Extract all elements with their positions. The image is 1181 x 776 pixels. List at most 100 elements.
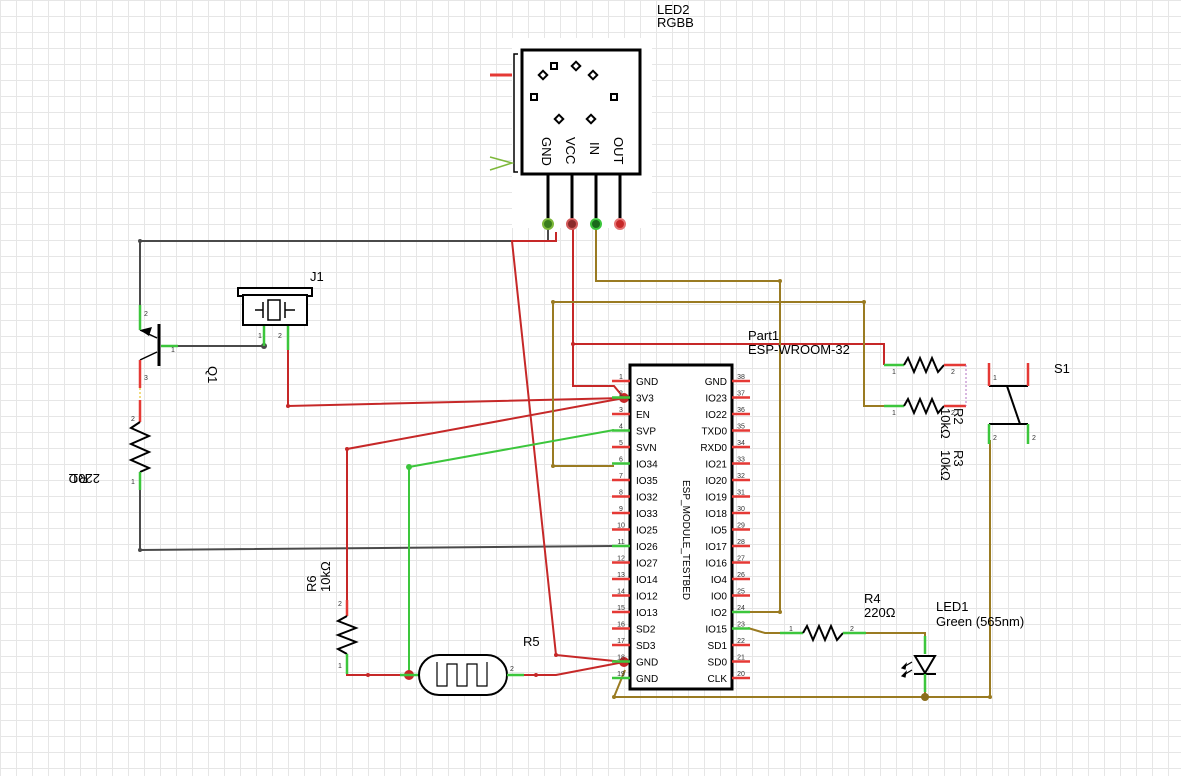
- wire-3v3-led2-vcc[interactable]: [572, 226, 625, 399]
- wire-3v3-r6[interactable]: [346, 397, 625, 600]
- pin-label: IO27: [636, 559, 658, 570]
- pin-number: 1: [171, 347, 175, 354]
- led2-module[interactable]: GND VCC IN OUT LED2 RGBB: [489, 2, 694, 230]
- pin-number: 2: [619, 391, 623, 398]
- pin-label: SD2: [636, 625, 656, 636]
- junction-dot: [366, 673, 370, 677]
- pin-number: 29: [737, 523, 745, 530]
- led2-ref: LED2: [657, 2, 690, 17]
- pin-number: 3: [619, 407, 623, 414]
- pin-number: 2: [951, 410, 955, 417]
- wire-gnd-top[interactable]: [139, 224, 549, 305]
- r4-resistor[interactable]: R4 220Ω 1 2: [780, 591, 896, 643]
- pin-number: 32: [737, 473, 745, 480]
- pin-number: 2: [144, 311, 148, 318]
- esp-right-pin-group: 38GND37IO2336IO2235TXD034RXD033IO2132IO2…: [700, 374, 750, 685]
- wire-3v3-r2[interactable]: [573, 343, 885, 365]
- r1-resistor[interactable]: 2 1 R1 220Ω: [68, 388, 152, 490]
- pin-number: 1: [993, 375, 997, 382]
- pin-number: 14: [617, 589, 625, 596]
- led2-pin-in-pad[interactable]: [590, 218, 602, 230]
- wire-io34-r3[interactable]: [552, 301, 884, 467]
- r5-photoresistor[interactable]: R5 2: [400, 634, 540, 696]
- led2-pin-gnd-pad[interactable]: [542, 218, 554, 230]
- r5-ref: R5: [523, 634, 540, 649]
- pin-number: 34: [737, 440, 745, 447]
- led-pad-icon: [530, 93, 538, 101]
- light-emission-icon: [900, 661, 913, 678]
- led-pad-icon: [553, 113, 565, 125]
- pin-number: 2: [131, 416, 135, 423]
- r6-resistor[interactable]: R6 10kΩ 2 1: [304, 561, 359, 674]
- esp-pin-sd2[interactable]: 16 SD2: [612, 622, 656, 636]
- r2-resistor[interactable]: 1 2: [884, 355, 966, 376]
- wire-gnd-bottom[interactable]: [612, 440, 991, 698]
- wire-ldr-gnd[interactable]: [512, 661, 625, 676]
- pin-label: IO26: [636, 542, 658, 553]
- wire-r4-led1[interactable]: [865, 632, 926, 650]
- pin-label: IO4: [711, 575, 728, 586]
- led2-pin-gnd: GND: [539, 137, 554, 166]
- junction-dot: [286, 404, 290, 408]
- led1-diode[interactable]: LED1 Green (565nm): [900, 599, 1024, 692]
- s1-switch[interactable]: S1 1 2 2: [987, 361, 1070, 444]
- led2-pin-out-pad[interactable]: [614, 218, 626, 230]
- r4-value: 220Ω: [864, 605, 896, 620]
- q1-transistor[interactable]: 2 1 3 Q1: [138, 305, 220, 388]
- junction-dot: [778, 279, 782, 283]
- pin-label: TXD0: [701, 427, 727, 438]
- pin-number: 10: [617, 523, 625, 530]
- led2-pin-vcc-pad[interactable]: [566, 218, 578, 230]
- pin-number: 6: [619, 457, 623, 464]
- r3-resistor[interactable]: 1 2: [884, 396, 966, 417]
- junction-dot: [612, 695, 616, 699]
- wire-gnd-led2-r5[interactable]: [510, 232, 625, 663]
- pin-label: IO23: [705, 394, 727, 405]
- pin-number: 22: [737, 638, 745, 645]
- pin-number: 16: [617, 622, 625, 629]
- junction-dot: [345, 447, 349, 451]
- j1-crystal[interactable]: J1 1 2: [237, 269, 324, 350]
- pin-number: 2: [1032, 435, 1036, 442]
- pin-number: 2: [850, 626, 854, 633]
